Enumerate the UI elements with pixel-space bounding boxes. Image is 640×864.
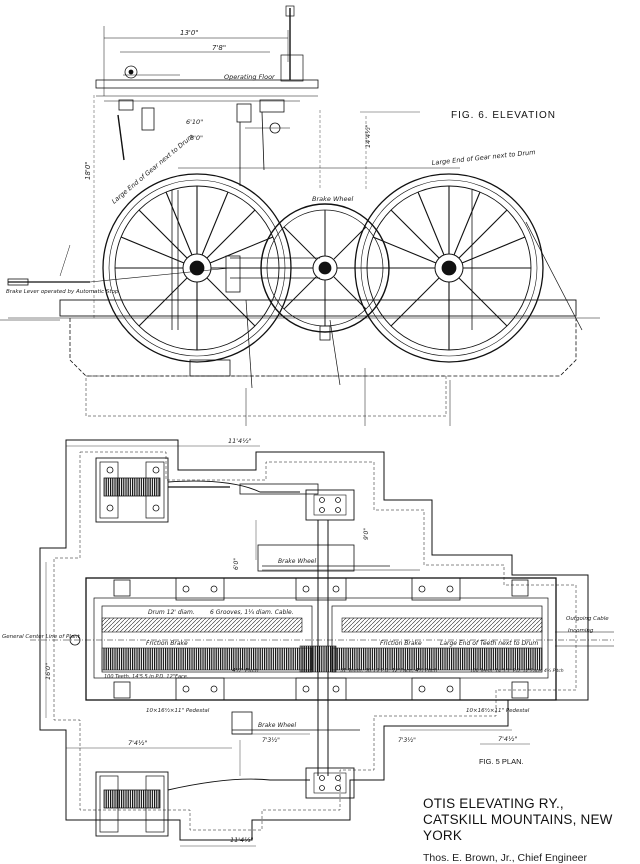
- dim-11ft-top: 11'4½": [228, 437, 251, 445]
- teeth-right-label: 100 Teeth, 14'5.5" P.D. 12"Face, 4½ Pitc…: [470, 667, 564, 674]
- teeth-left-label: 100 Teeth, 14'5.5 in P.D. 12"Face.: [104, 674, 188, 680]
- small-end-gear-label: Large End of Gear next to Drum: [110, 132, 195, 205]
- left-gear-wheel: [102, 173, 292, 363]
- plan-view: [30, 439, 614, 847]
- title-line-1: OTIS ELEVATING RY.,: [423, 796, 564, 811]
- cable-note-label: 6 Grooves, 1¼ diam. Cable.: [210, 609, 294, 616]
- engineer-credit: Thos. E. Brown, Jr., Chief Engineer: [423, 852, 587, 864]
- pitch-left-label: 4½" Pitch: [232, 667, 259, 674]
- dim-8ft0: 8'0": [190, 134, 203, 142]
- top-bearing: [95, 457, 355, 523]
- incoming-label: Incoming: [568, 628, 594, 634]
- friction-brake-right-label: Friction Brake: [380, 640, 422, 647]
- dim-7ft4-right: 7'4½": [498, 735, 517, 743]
- elevation-annotations: 13'0" 7'8" Operating Floor 6'10" 8'0" 18…: [6, 29, 536, 295]
- dim-6ft0: 6'0": [233, 558, 240, 570]
- plan-annotations: 11'4½" Brake Wheel Drum 12' diam. 6 Groo…: [2, 437, 609, 844]
- dim-6ft10: 6'10": [186, 118, 203, 126]
- plan-caption: FIG. 5 PLAN.: [479, 757, 524, 766]
- operating-floor: [95, 79, 319, 89]
- dim-9ft0: 9'0": [363, 528, 370, 540]
- teeth-mid-label: 31 Teeth, 30.19 P.D. 12"Face, 4½ Pitch: [340, 667, 437, 674]
- bed-plate: [59, 299, 577, 317]
- dim-7ft4-left: 7'4½": [128, 739, 147, 747]
- outgoing-cable-label: Outgoing Cable: [566, 616, 609, 622]
- brake-lever-label: Brake Lever operated by Automatic Stop: [6, 289, 119, 295]
- elevation-view: [0, 5, 600, 426]
- pedestal-right-label: 10×16½×11" Pedestal: [466, 707, 530, 714]
- bottom-bearing: [95, 767, 355, 837]
- brake-wheel: [260, 203, 390, 341]
- large-end-gear-label: Large End of Gear next to Drum: [431, 148, 536, 167]
- friction-brake-left-label: Friction Brake: [146, 640, 188, 647]
- large-end-teeth-label: Large End of Teeth next to Drum: [440, 640, 538, 647]
- brake-wheel-bottom-label: Brake Wheel: [258, 722, 296, 729]
- elevation-caption: FIG. 6. ELEVATION: [451, 110, 556, 121]
- title-line-2: CATSKILL MOUNTAINS, NEW YORK: [423, 812, 613, 843]
- pedestal-left-label: 10×16½×11" Pedestal: [146, 707, 210, 714]
- dim-7ft3-right: 7'3½": [398, 737, 416, 744]
- title-block: OTIS ELEVATING RY., CATSKILL MOUNTAINS, …: [423, 796, 633, 864]
- operating-floor-label: Operating Floor: [224, 73, 276, 81]
- dim-7ft3-left: 7'3½": [262, 737, 280, 744]
- brake-wheel-label: Brake Wheel: [312, 195, 353, 203]
- center-line-marker: [69, 634, 81, 646]
- dim-18ft0: 18'0": [84, 161, 92, 180]
- main-frame: [85, 577, 557, 701]
- dim-7ft8: 7'8": [212, 44, 226, 52]
- drum-left-label: Drum 12' diam.: [148, 609, 195, 616]
- dim-16ft: 16'0": [44, 663, 52, 680]
- dim-11ft-bottom: 11'4½": [230, 836, 253, 844]
- dim-13ft: 13'0": [180, 29, 199, 37]
- dim-14ft: 14'4½": [364, 125, 372, 148]
- center-line-label: General Center Line of Plant: [2, 634, 81, 640]
- brake-wheel-top-label: Brake Wheel: [278, 558, 316, 565]
